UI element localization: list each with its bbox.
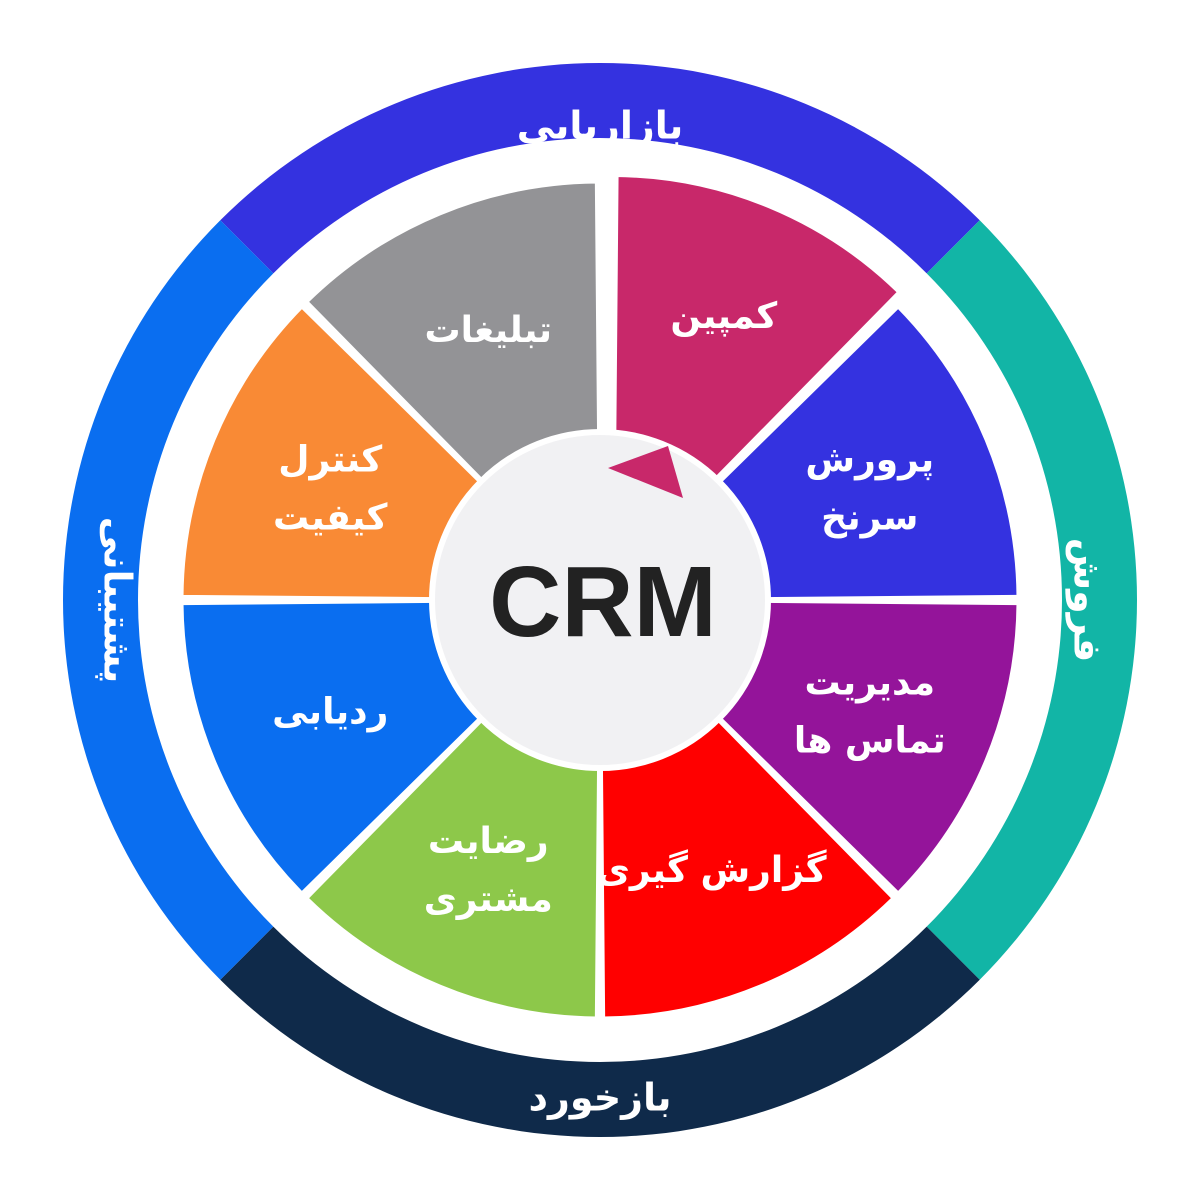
outer-label-sales: فروش — [1065, 538, 1110, 663]
segment-label-quality-control: کیفیت — [273, 497, 387, 538]
outer-label-marketing: بازاریابی — [517, 104, 684, 148]
segment-label-customer-satisfaction: مشتری — [424, 879, 553, 920]
outer-segment-marketing — [220, 63, 980, 274]
segment-label-customer-satisfaction: رضایت — [428, 821, 549, 862]
segment-label-tracking: ردیابی — [272, 692, 388, 733]
segment-label-lead-nurturing: سرنخ — [821, 497, 918, 538]
outer-segment-support — [63, 220, 274, 980]
outer-label-feedback: بازخورد — [528, 1076, 671, 1120]
segment-label-advertising: تبلیغات — [424, 310, 552, 351]
segment-label-contact-management: تماس ها — [794, 721, 946, 762]
segment-label-contact-management: مدیریت — [804, 663, 935, 704]
segment-label-lead-nurturing: پرورش — [805, 439, 934, 480]
segment-label-quality-control: کنترل — [278, 439, 382, 480]
center-label: CRM — [489, 546, 717, 658]
outer-segment-feedback — [220, 926, 980, 1138]
segment-label-reporting: گزارش گیری — [597, 849, 827, 891]
outer-label-support: پشتیبانی — [96, 517, 140, 683]
outer-segment-sales — [926, 220, 1138, 980]
center-circle — [429, 429, 771, 771]
outer-ring — [63, 63, 1138, 1138]
arrow-pointer-icon — [608, 446, 683, 498]
segment-label-campaign: کمپین — [670, 296, 777, 337]
